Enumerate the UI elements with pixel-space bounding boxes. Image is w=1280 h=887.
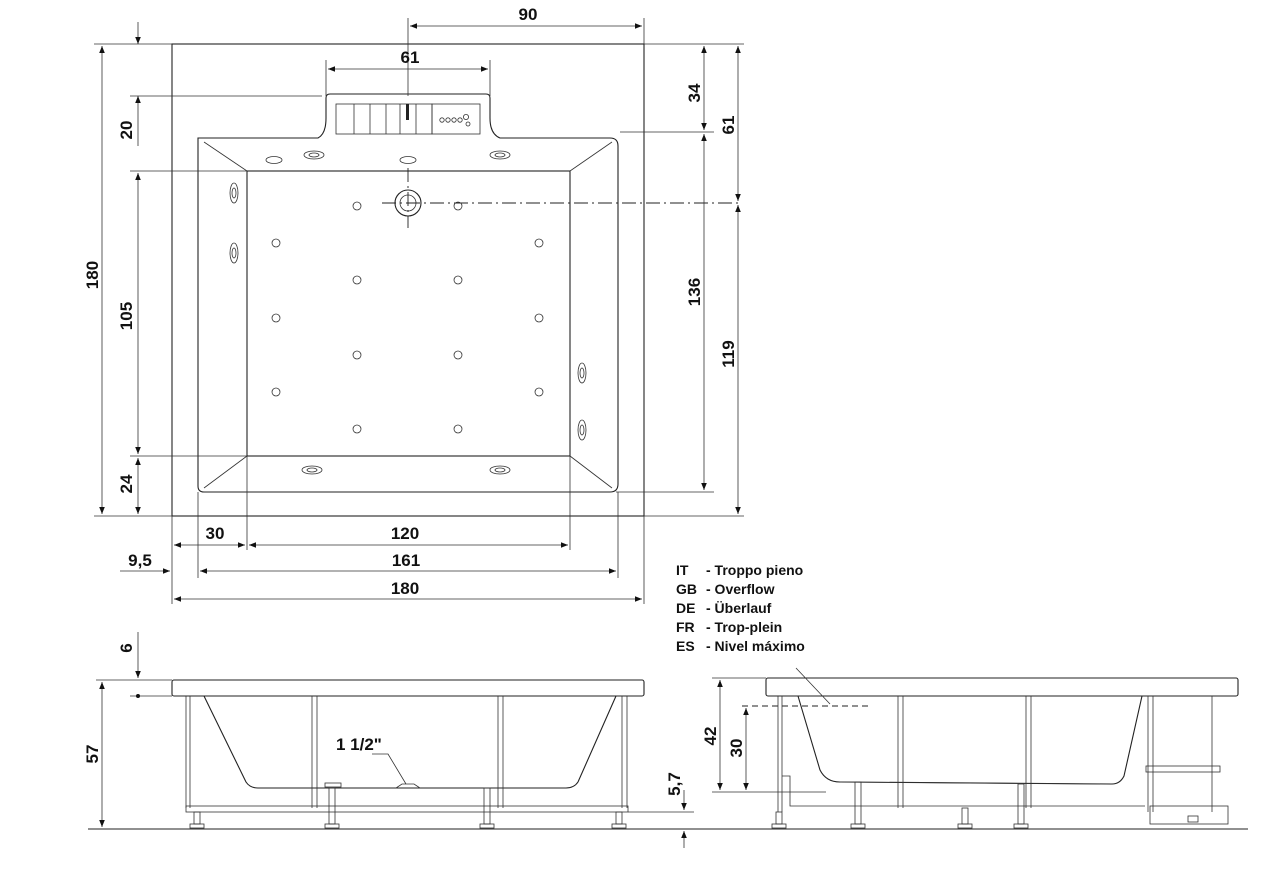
dim-34: 34 xyxy=(685,83,704,102)
dim-120: 120 xyxy=(391,524,419,543)
dim-105: 105 xyxy=(117,302,136,330)
tub-inner-basin xyxy=(197,93,619,493)
legend-text-gb: - Overflow xyxy=(706,581,775,597)
rim-light-icon xyxy=(265,156,283,164)
dim-width-90: 90 xyxy=(519,5,538,24)
dim-9-5: 9,5 xyxy=(128,551,152,570)
dim-136: 136 xyxy=(685,278,704,306)
dim-rim-6: 6 xyxy=(117,643,136,652)
legend-code-es: ES xyxy=(676,638,695,654)
dim-161: 161 xyxy=(392,551,420,570)
dim-30: 30 xyxy=(206,524,225,543)
dim-119: 119 xyxy=(719,340,738,367)
dim-height-57: 57 xyxy=(83,745,102,764)
side-elevation: 42 30 xyxy=(701,667,1239,829)
plan-view: 90 61 180 20 105 24 34 61 136 119 30 120… xyxy=(83,5,744,604)
control-panel xyxy=(335,103,481,135)
dim-24: 24 xyxy=(117,474,136,493)
overflow-legend: IT - Troppo pieno GB - Overflow DE - Übe… xyxy=(676,562,805,654)
jet-icon xyxy=(303,150,325,160)
legend-text-it: - Troppo pieno xyxy=(706,562,803,578)
dim-water-30: 30 xyxy=(727,739,746,758)
legend-text-es: - Nivel máximo xyxy=(706,638,805,654)
dim-right-61: 61 xyxy=(719,116,738,135)
front-elevation: 1 1/2" 6 57 5,7 xyxy=(83,632,1248,848)
legend-code-fr: FR xyxy=(676,619,695,635)
tub-floor xyxy=(246,170,571,457)
air-jets xyxy=(271,201,544,434)
dim-depth-42: 42 xyxy=(701,727,720,746)
dim-5-7: 5,7 xyxy=(665,772,684,796)
dim-bottom-180: 180 xyxy=(391,579,419,598)
dim-20: 20 xyxy=(117,121,136,140)
side-feet xyxy=(771,781,1029,829)
dim-panel-61: 61 xyxy=(401,48,420,67)
pipe-size-label: 1 1/2" xyxy=(336,735,382,754)
front-feet xyxy=(189,787,627,829)
legend-text-de: - Überlauf xyxy=(706,600,772,616)
side-rim xyxy=(765,677,1239,697)
dim-length-180: 180 xyxy=(83,261,102,289)
legend-code-gb: GB xyxy=(676,581,697,597)
front-rim xyxy=(171,679,645,697)
legend-code-it: IT xyxy=(676,562,689,578)
legend-code-de: DE xyxy=(676,600,695,616)
legend-text-fr: - Trop-plein xyxy=(706,619,782,635)
